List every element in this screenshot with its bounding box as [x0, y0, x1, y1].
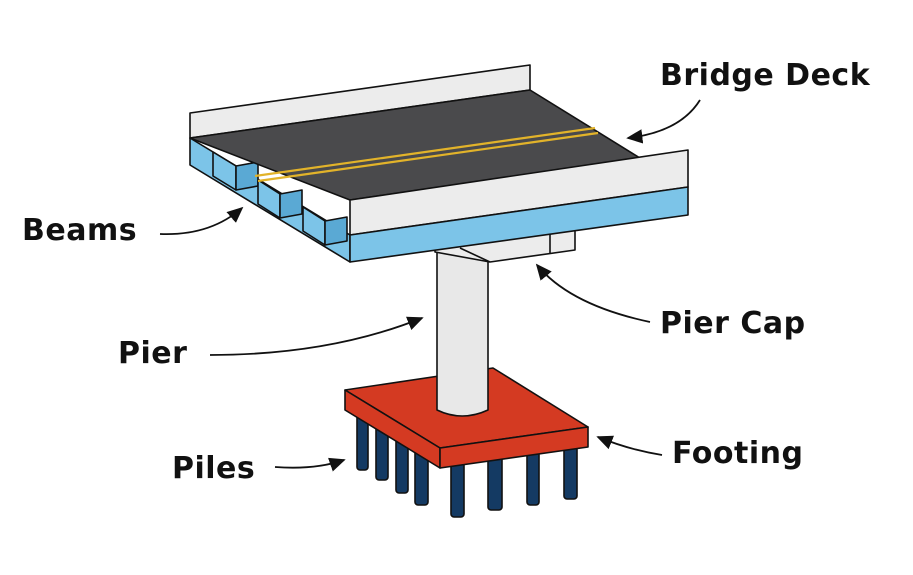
front-beam	[349, 186, 689, 263]
label-piles: Piles	[172, 451, 256, 486]
arrow-footing	[596, 435, 663, 456]
arrow-piles	[274, 457, 346, 472]
label-beams: Beams	[22, 213, 138, 248]
label-pier: Pier	[118, 336, 188, 371]
label-footing: Footing	[672, 436, 804, 471]
piles	[356, 404, 578, 518]
arrow-pier	[209, 316, 424, 356]
arrow-pier-cap	[535, 263, 651, 323]
center-stripe	[254, 126, 599, 183]
pier	[436, 249, 489, 417]
label-bridge-deck: Bridge Deck	[660, 58, 871, 93]
label-pier-cap: Pier Cap	[660, 306, 806, 341]
arrow-beams	[159, 206, 244, 235]
arrow-bridge-deck	[626, 99, 701, 144]
beams	[189, 137, 351, 263]
leader-arrows	[159, 99, 701, 472]
